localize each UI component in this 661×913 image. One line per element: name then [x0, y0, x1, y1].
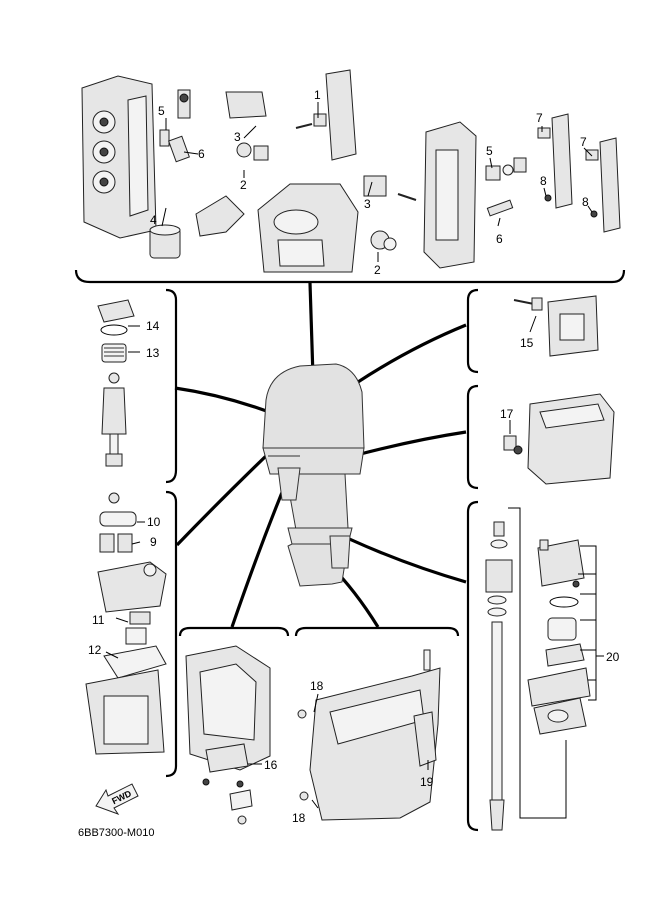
callout-5b: 5	[486, 144, 493, 158]
callout-3b: 3	[364, 197, 371, 211]
callout-12: 12	[88, 643, 102, 657]
callout-13: 13	[146, 346, 160, 360]
callout-11: 11	[92, 613, 105, 627]
vapor-separator-group	[85, 492, 167, 755]
top-group-engine-parts	[81, 69, 621, 273]
top-callout-leaders	[161, 102, 593, 262]
callout-2a: 2	[240, 178, 247, 192]
callout-10: 10	[147, 515, 161, 529]
callout-20: 20	[606, 650, 620, 664]
group-brackets	[74, 269, 626, 832]
oil-pan-group	[503, 393, 615, 485]
callout-7a: 7	[536, 111, 543, 125]
diagram-code: 6BB7300-M010	[78, 827, 154, 839]
callout-labels: 1 2 2 3 3 4 5 5 6 6 7 7 8 8 9 10 11 12 1…	[88, 88, 620, 825]
callout-17: 17	[500, 407, 514, 421]
callout-19: 19	[420, 775, 434, 789]
callout-3a: 3	[234, 130, 241, 144]
callout-8a: 8	[540, 174, 547, 188]
callout-9: 9	[150, 535, 157, 549]
callout-1: 1	[314, 88, 321, 102]
callout-16: 16	[264, 758, 278, 772]
bottom-cowling-group	[185, 645, 271, 825]
callout-5a: 5	[158, 104, 165, 118]
callout-8b: 8	[582, 195, 589, 209]
callout-14: 14	[146, 319, 160, 333]
thermostat-cover-group	[513, 295, 599, 357]
callout-15: 15	[520, 336, 534, 350]
lower-unit-group	[297, 649, 441, 821]
callout-4: 4	[150, 213, 157, 227]
callout-7b: 7	[580, 135, 587, 149]
callout-18a: 18	[310, 679, 324, 693]
callout-6b: 6	[496, 232, 503, 246]
outboard-motor-illustration	[262, 363, 365, 587]
callout-2b: 2	[374, 263, 381, 277]
water-pump-group	[485, 507, 604, 831]
fwd-arrow: FWD	[95, 783, 139, 815]
fuel-filter-group	[97, 299, 140, 467]
callout-18b: 18	[292, 811, 306, 825]
callout-6a: 6	[198, 147, 205, 161]
